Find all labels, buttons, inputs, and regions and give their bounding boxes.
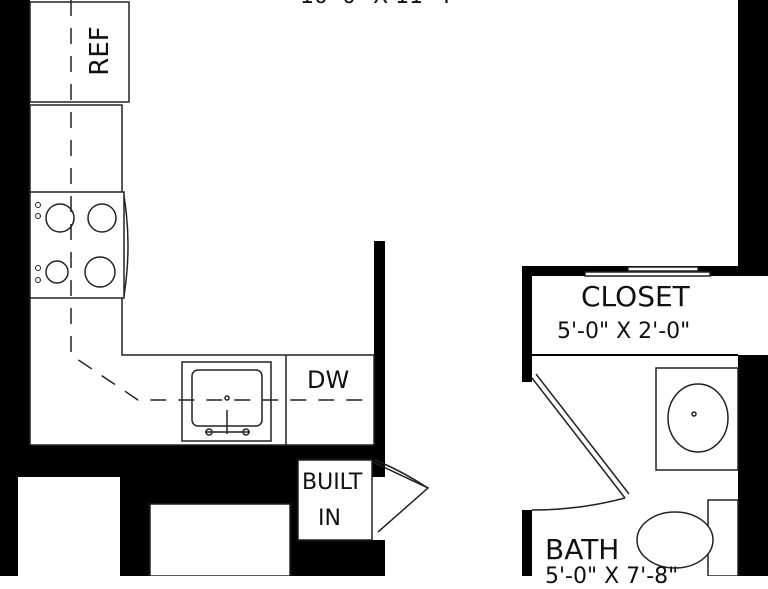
wall-kitchen-divider — [374, 241, 385, 477]
wall-left-lower — [0, 445, 18, 576]
room-dimension-label: 10'-0" X 11'-4" — [300, 0, 461, 8]
burner-icon — [87, 203, 117, 233]
lower-opening — [149, 503, 291, 576]
upper-cabinet-line — [70, 0, 374, 401]
closet-label: CLOSET — [581, 280, 690, 313]
refrigerator-label: REF — [85, 26, 115, 76]
kitchen-sink — [181, 361, 272, 442]
bath-door — [531, 373, 630, 511]
built-in-cabinet — [297, 459, 373, 541]
kitchen-counter — [29, 104, 375, 446]
wall-right-top — [738, 0, 768, 268]
burner-icon — [84, 256, 116, 288]
closet-dimension-label: 5'-0" X 2'-0" — [557, 319, 691, 344]
wall-left-upper — [0, 0, 30, 476]
range — [29, 191, 129, 299]
refrigerator — [29, 1, 130, 103]
wall-bath-left-lower — [522, 510, 532, 576]
built-in-label-line1: BUILT — [302, 470, 363, 495]
wall-built-in-left — [290, 455, 298, 545]
bath-dimension-label: 5'-0" X 7'-8" — [545, 564, 679, 589]
wall-built-in-bottom — [290, 540, 385, 576]
wall-bath-right — [738, 355, 768, 576]
bath-sink — [655, 367, 739, 471]
dishwasher-label: DW — [307, 366, 350, 394]
floor-plan — [0, 0, 768, 576]
bath-label: BATH — [545, 533, 620, 566]
closet-sliding-door — [584, 266, 711, 277]
toilet — [636, 499, 739, 576]
built-in-door — [372, 459, 430, 533]
wall-closet-left — [522, 266, 532, 382]
built-in-label-line2: IN — [318, 506, 341, 531]
burner-icon — [45, 260, 69, 284]
burner-icon — [45, 203, 75, 233]
